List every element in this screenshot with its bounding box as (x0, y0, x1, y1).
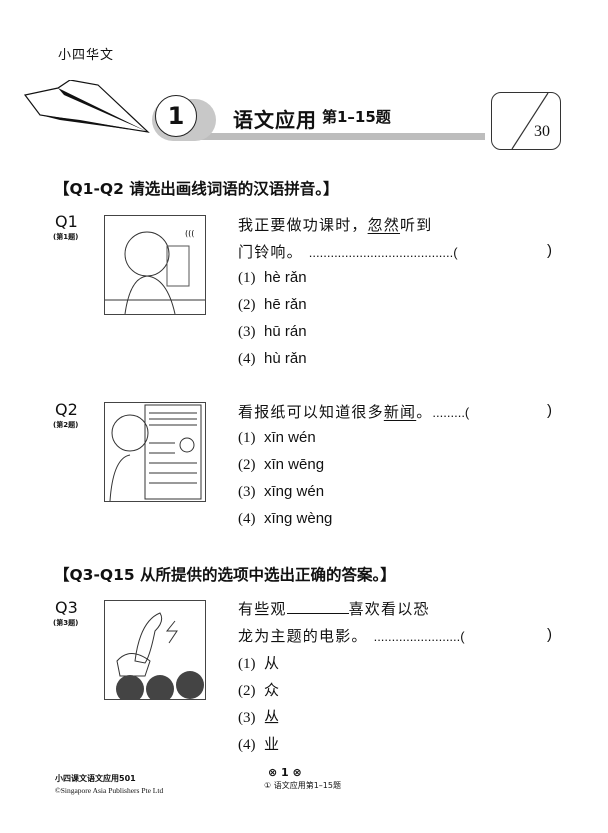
option-number: (3) (238, 324, 256, 340)
slash-icon (511, 93, 549, 149)
option-text: hū rán (264, 323, 307, 340)
option-text: 从 (264, 654, 280, 672)
answer-dots: .........( (432, 405, 470, 420)
option[interactable]: (2) xīn wēng (238, 455, 324, 474)
option-text: 业 (264, 735, 280, 753)
option[interactable]: (1) 从 (238, 652, 279, 673)
question-sub-label: (第1题) (53, 233, 79, 241)
stem-text: 听到 (400, 216, 433, 234)
question-label: Q3 (55, 598, 78, 617)
option[interactable]: (1) hè rǎn (238, 268, 307, 287)
option[interactable]: (2) hē rǎn (238, 295, 307, 314)
answer-blank-close[interactable]: ) (547, 402, 552, 419)
question-sub-label: (第2题) (53, 421, 79, 429)
page-subtitle: 第1–15题 (322, 108, 391, 126)
option[interactable]: (1) xīn wén (238, 428, 316, 447)
option-number: (3) (238, 484, 256, 500)
option-text: 丛 (264, 708, 280, 726)
option-number: (1) (238, 270, 256, 286)
answer-blank-close[interactable]: ) (547, 242, 552, 259)
option-text: hù rǎn (264, 350, 307, 367)
section-instruction: 【Q1-Q2 请选出画线词语的汉语拼音。】 (54, 180, 339, 198)
option[interactable]: (4) hù rǎn (238, 349, 307, 368)
score-box: 30 (491, 92, 561, 150)
question-stem-line2: 门铃响。 ...................................… (238, 241, 458, 262)
stem-text: 门铃响。 (238, 243, 303, 261)
question-sub-label: (第3题) (53, 619, 79, 627)
option-text: hè rǎn (264, 269, 307, 286)
option-number: (2) (238, 683, 256, 699)
question-illustration-dinosaur-movie (104, 600, 206, 703)
answer-blank-close[interactable]: ) (547, 626, 552, 643)
underlined-word: 忽然 (367, 216, 401, 234)
question-label: Q1 (55, 212, 78, 231)
option-text: xīng wén (264, 483, 325, 500)
total-score: 30 (534, 123, 550, 140)
stem-text: 看报纸可以知道很多 (238, 403, 384, 421)
stem-text: 。 (416, 403, 433, 421)
unit-number-badge: 1 (155, 95, 197, 137)
question-illustration-newspaper (104, 402, 206, 502)
section-instruction: 【Q3-Q15 从所提供的选项中选出正确的答案。】 (54, 566, 396, 584)
option-number: (1) (238, 430, 256, 446)
page-number: ⊗ 1 ⊗ (268, 766, 302, 779)
option[interactable]: (4) xīng wèng (238, 509, 332, 528)
option[interactable]: (3) xīng wén (238, 482, 324, 501)
page-title: 语文应用 (233, 108, 317, 132)
question-label: Q2 (55, 400, 78, 419)
paper-plane-icon (23, 80, 150, 133)
underlined-word: 新闻 (383, 403, 417, 421)
option-number: (3) (238, 710, 256, 726)
option[interactable]: (4) 业 (238, 733, 279, 754)
svg-text:(((: ((( (185, 229, 194, 238)
option-text: xīn wén (264, 429, 316, 446)
answer-dots: ........................( (373, 629, 465, 644)
stem-text: 喜欢看以恐 (348, 600, 430, 618)
option-number: (2) (238, 457, 256, 473)
option[interactable]: (2) 众 (238, 679, 279, 700)
option-text: xīn wēng (264, 456, 325, 473)
option-number: (4) (238, 511, 256, 527)
fill-blank[interactable] (286, 599, 349, 614)
footer-copyright: ©Singapore Asia Publishers Pte Ltd (55, 786, 164, 795)
option-text: hē rǎn (264, 296, 307, 313)
footer-chapter: ① 语文应用第1–15题 (264, 781, 341, 790)
option[interactable]: (3) hū rán (238, 322, 307, 341)
stem-text: 我正要做功课时， (238, 216, 368, 234)
option-number: (1) (238, 656, 256, 672)
grade-label: 小四华文 (58, 48, 115, 63)
question-stem: 我正要做功课时，忽然听到 (238, 214, 432, 235)
option-text: 众 (264, 681, 280, 699)
option-number: (4) (238, 351, 256, 367)
question-illustration-boy: ((( (104, 215, 206, 315)
question-stem: 看报纸可以知道很多新闻。.........( (238, 401, 469, 422)
stem-text: 有些观 (238, 600, 287, 618)
option-number: (4) (238, 737, 256, 753)
question-stem-line2: 龙为主题的电影。 ........................( (238, 625, 465, 646)
option[interactable]: (3) 丛 (238, 706, 279, 727)
footer-book-title: 小四课文语文应用501 (55, 774, 136, 783)
header-bar (175, 133, 485, 140)
answer-dots: ........................................… (308, 245, 458, 260)
option-number: (2) (238, 297, 256, 313)
stem-text: 龙为主题的电影。 (238, 627, 368, 645)
question-stem: 有些观 喜欢看以恐 (238, 598, 430, 619)
option-text: xīng wèng (264, 510, 333, 527)
